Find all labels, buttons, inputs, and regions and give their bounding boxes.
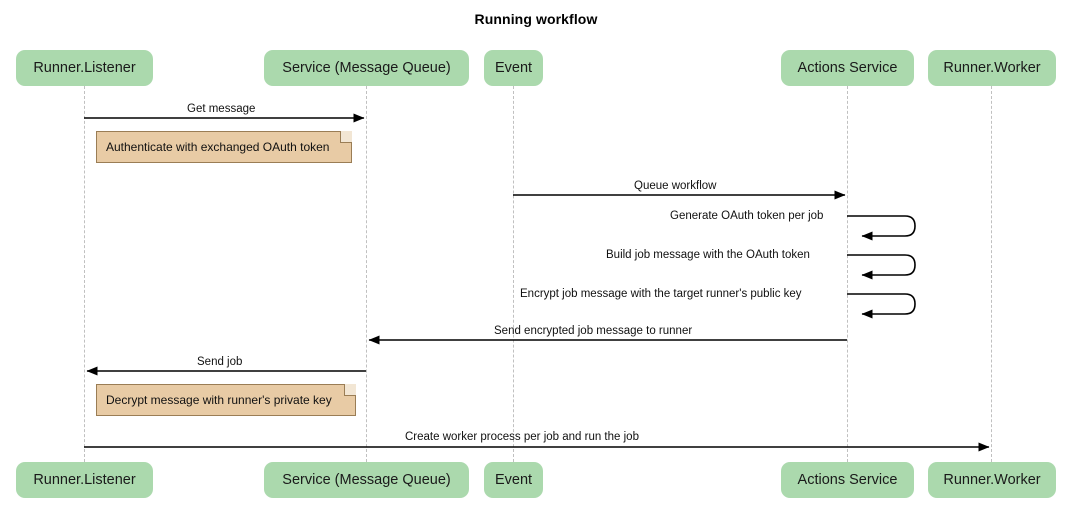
message-label-build-job-message-with-oauth-token: Build job message with the OAuth token: [606, 249, 810, 261]
message-selfloop-encrypt-job-message-public-key: [847, 293, 916, 319]
participant-service-message-queue-top[interactable]: Service (Message Queue): [264, 50, 469, 86]
participant-runner-listener-bottom[interactable]: Runner.Listener: [16, 462, 153, 498]
message-label-get-message: Get message: [187, 103, 256, 115]
participant-label: Event: [494, 472, 533, 488]
participant-actions-service-top[interactable]: Actions Service: [781, 50, 914, 86]
message-label-create-worker-process-run-job: Create worker process per job and run th…: [405, 431, 639, 443]
note-authenticate: Authenticate with exchanged OAuth token: [96, 131, 352, 163]
page-title: Running workflow: [474, 11, 598, 27]
lifeline-event: [513, 86, 514, 462]
lifeline-runner-listener: [84, 86, 85, 462]
participant-event-bottom[interactable]: Event: [484, 462, 543, 498]
message-label-send-encrypted-job-message-to-runner: Send encrypted job message to runner: [494, 325, 693, 337]
participant-actions-service-bottom[interactable]: Actions Service: [781, 462, 914, 498]
message-label-queue-workflow: Queue workflow: [634, 180, 717, 192]
participant-runner-worker-bottom[interactable]: Runner.Worker: [928, 462, 1056, 498]
participant-runner-worker-top[interactable]: Runner.Worker: [928, 50, 1056, 86]
participant-label: Event: [494, 60, 533, 76]
note-fold-corner-icon: [344, 384, 356, 396]
lifeline-actions-service: [847, 86, 848, 462]
participant-runner-listener-top[interactable]: Runner.Listener: [16, 50, 153, 86]
note-text: Decrypt message with runner's private ke…: [106, 393, 332, 407]
participant-label: Runner.Listener: [33, 472, 136, 488]
participant-label: Service (Message Queue): [282, 60, 451, 76]
lifeline-runner-worker: [991, 86, 992, 462]
participant-label: Actions Service: [797, 472, 898, 488]
message-selfloop-generate-oauth-token-per-job: [847, 215, 916, 241]
participant-event-top[interactable]: Event: [484, 50, 543, 86]
participant-label: Runner.Worker: [943, 60, 1041, 76]
participant-label: Actions Service: [797, 60, 898, 76]
message-label-generate-oauth-token-per-job: Generate OAuth token per job: [670, 210, 824, 222]
participant-label: Runner.Worker: [943, 472, 1041, 488]
lifeline-service-message-queue: [366, 86, 367, 462]
participant-service-message-queue-bottom[interactable]: Service (Message Queue): [264, 462, 469, 498]
participant-label: Runner.Listener: [33, 60, 136, 76]
note-decrypt: Decrypt message with runner's private ke…: [96, 384, 356, 416]
message-selfloop-build-job-message-with-oauth-token: [847, 254, 916, 280]
participant-label: Service (Message Queue): [282, 472, 451, 488]
message-label-send-job: Send job: [197, 356, 243, 368]
note-text: Authenticate with exchanged OAuth token: [106, 140, 330, 154]
message-label-encrypt-job-message-public-key: Encrypt job message with the target runn…: [520, 288, 802, 300]
note-fold-corner-icon: [340, 131, 352, 143]
